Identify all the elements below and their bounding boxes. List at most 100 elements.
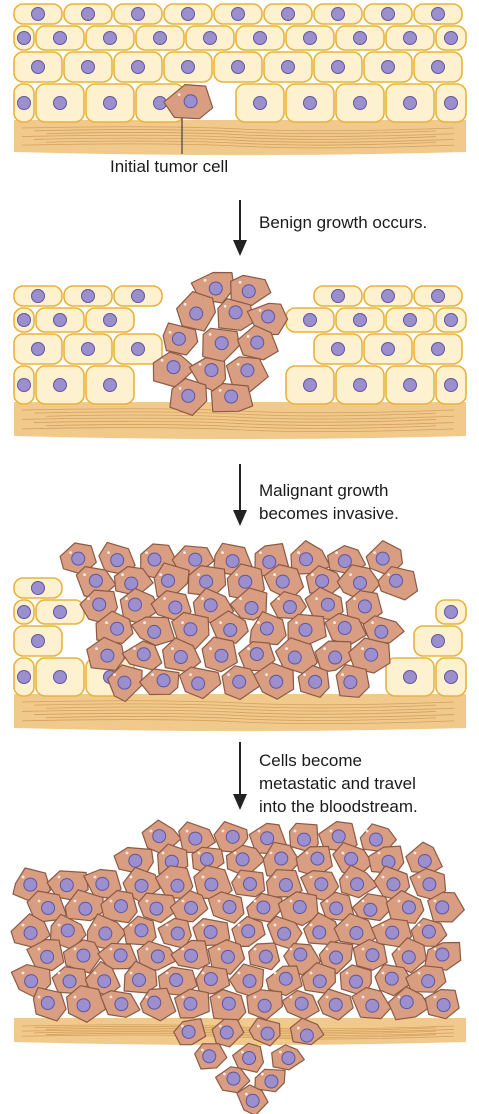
cell-granule [237, 363, 240, 366]
cell-nucleus [203, 1050, 216, 1063]
cell-nucleus [400, 996, 413, 1009]
cell-nucleus [61, 924, 74, 937]
cell-granule [58, 876, 61, 879]
cell-nucleus [77, 999, 90, 1012]
cell-granule [265, 673, 268, 676]
cell-nucleus [151, 950, 164, 963]
cell-granule [121, 573, 124, 576]
cell-granule [38, 996, 41, 999]
cell-nucleus [254, 32, 267, 45]
cell-granule [22, 876, 25, 879]
cell-granule [189, 673, 192, 676]
cell-granule [113, 673, 116, 676]
cell-granule [74, 948, 77, 951]
cell-nucleus [54, 379, 67, 392]
cell-nucleus [259, 950, 272, 963]
stage-invasive-growth [14, 541, 466, 731]
cell-granule [353, 597, 356, 600]
cell-nucleus [118, 676, 131, 689]
cell-nucleus [315, 878, 328, 891]
cell-nucleus [182, 61, 195, 74]
cell-granule [238, 876, 241, 879]
cell-nucleus [382, 343, 395, 356]
cell-nucleus [132, 61, 145, 74]
step-benign-label: Benign growth occurs. [259, 213, 427, 232]
cell-nucleus [436, 901, 449, 914]
cell-granule [178, 93, 181, 96]
cell-granule [362, 900, 365, 903]
cell-nucleus [364, 903, 377, 916]
cell-nucleus [189, 832, 202, 845]
cell-granule [239, 281, 242, 284]
cell-granule [279, 1051, 282, 1054]
cell-granule [143, 621, 146, 624]
cell-nucleus [204, 599, 217, 612]
cell-nucleus [309, 675, 322, 688]
cell-granule [218, 948, 221, 951]
cell-granule [273, 573, 276, 576]
cell-nucleus [338, 555, 351, 568]
cell-nucleus [190, 307, 203, 320]
cell-nucleus [432, 8, 445, 21]
stage-normal-tissue [14, 4, 466, 155]
cell-granule [179, 387, 182, 390]
cell-nucleus [257, 901, 270, 914]
cell-nucleus [96, 877, 109, 890]
cell-granule [184, 303, 187, 306]
cell-nucleus [54, 606, 67, 619]
cell-granule [94, 972, 97, 975]
cell-granule [261, 1073, 264, 1076]
cell-granule [235, 573, 238, 576]
cell-granule [146, 900, 149, 903]
cell-nucleus [25, 975, 38, 988]
cell-granule [349, 573, 352, 576]
cell-nucleus [41, 950, 54, 963]
cell-granule [227, 673, 230, 676]
cell-nucleus [279, 879, 292, 892]
cell-granule [146, 996, 149, 999]
cell-nucleus [18, 314, 31, 327]
cell-granule [259, 551, 262, 554]
cell-nucleus [221, 950, 234, 963]
cell-nucleus [387, 878, 400, 891]
cell-granule [274, 972, 277, 975]
cell-nucleus [304, 379, 317, 392]
cell-granule [221, 551, 224, 554]
cell-nucleus [282, 8, 295, 21]
cell-nucleus [404, 314, 417, 327]
cell-nucleus [299, 623, 312, 636]
cell-nucleus [282, 1052, 295, 1065]
cell-granule [297, 551, 300, 554]
cell-granule [161, 359, 164, 362]
cell-granule [126, 852, 129, 855]
cell-granule [254, 996, 257, 999]
cell-nucleus [261, 832, 274, 845]
cell-granule [182, 900, 185, 903]
cell-nucleus [184, 623, 197, 636]
cell-granule [209, 647, 212, 650]
cell-granule [238, 924, 241, 927]
cell-nucleus [82, 343, 95, 356]
cell-nucleus [354, 576, 367, 589]
cell-nucleus [182, 1025, 195, 1038]
cell-nucleus [288, 651, 301, 664]
cell-nucleus [345, 852, 358, 865]
cell-nucleus [404, 97, 417, 110]
cell-nucleus [54, 671, 67, 684]
cell-nucleus [262, 310, 275, 323]
cell-granule [418, 972, 421, 975]
cell-granule [197, 573, 200, 576]
cell-granule [133, 647, 136, 650]
cell-nucleus [169, 601, 182, 614]
cell-granule [182, 948, 185, 951]
cell-nucleus [304, 32, 317, 45]
cell-granule [163, 597, 166, 600]
cell-nucleus [32, 290, 45, 303]
cell-nucleus [54, 32, 67, 45]
cell-nucleus [321, 598, 334, 611]
cell-nucleus [375, 625, 388, 638]
cell-nucleus [184, 95, 197, 108]
cell-granule [418, 924, 421, 927]
cell-nucleus [404, 32, 417, 45]
cell-nucleus [115, 998, 128, 1011]
